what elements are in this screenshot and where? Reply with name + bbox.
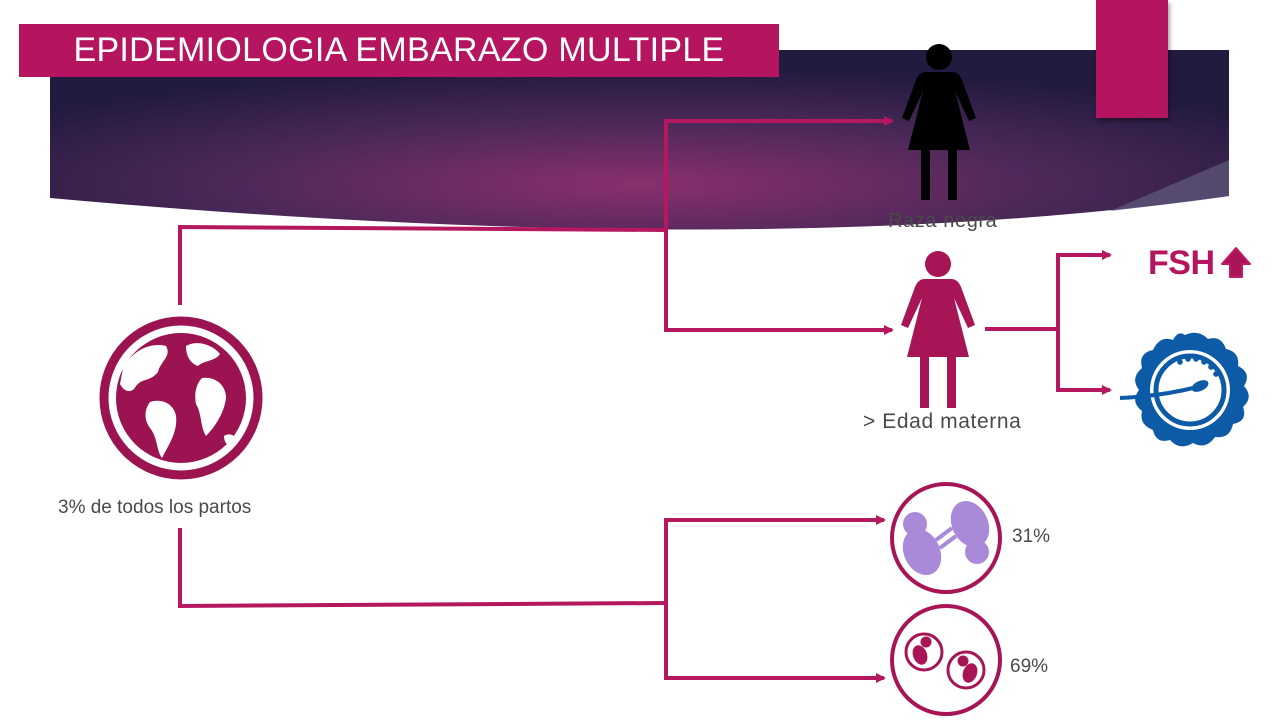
- ovary-egg-icon: [1119, 332, 1249, 447]
- connectors: [178, 116, 1112, 683]
- connector-ovary: [1056, 329, 1112, 395]
- connector-twins-31: [664, 515, 886, 603]
- connector-raza-negra: [664, 116, 894, 230]
- arrow-up-icon: [1221, 247, 1251, 278]
- woman-icon-edad-materna: [901, 251, 975, 408]
- twins-shared-sac-icon: [890, 482, 1002, 594]
- twins-31-percent: 31%: [1012, 526, 1051, 547]
- woman-icon-raza-negra: [902, 44, 976, 200]
- connector-twins-69: [664, 603, 886, 683]
- connector-root-bottom: [178, 528, 667, 609]
- connector-edad-materna: [664, 230, 894, 335]
- connector-root-top: [178, 224, 667, 305]
- fsh-label: FSH: [1148, 244, 1215, 282]
- edad-materna-label: > Edad materna: [863, 410, 1022, 433]
- accent-tab: [1096, 0, 1168, 118]
- slide-title: EPIDEMIOLOGIA EMBARAZO MULTIPLE: [19, 24, 779, 77]
- globe-icon: [99, 316, 263, 480]
- root-label: 3% de todos los partos: [58, 497, 252, 518]
- connector-fsh: [1056, 250, 1112, 329]
- twins-separate-sacs-icon: [890, 604, 1002, 716]
- raza-negra-label: Raza negra: [888, 210, 998, 232]
- twins-69-percent: 69%: [1010, 656, 1049, 677]
